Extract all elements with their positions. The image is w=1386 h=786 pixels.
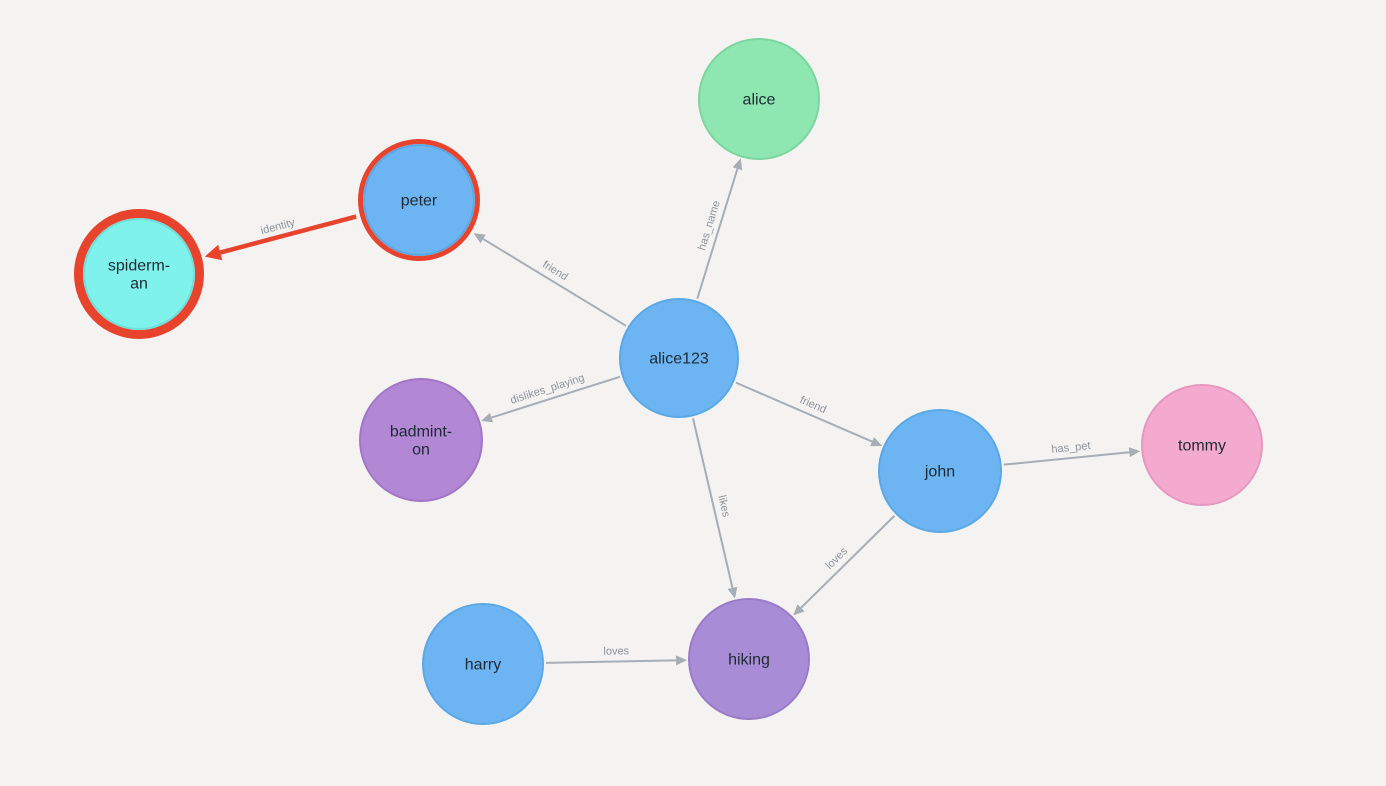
edge-arrowhead [481,412,494,423]
edge-arrowhead [204,244,223,261]
node-circle [363,144,475,256]
edge-arrowhead [732,158,743,171]
node-spiderman[interactable]: spiderm-an [74,209,204,339]
node-circle [688,598,810,720]
edge-arrowhead [473,233,486,244]
node-john[interactable]: john [878,409,1002,533]
node-circle [359,378,483,502]
node-label: peter [401,193,438,210]
edge-line [545,659,677,664]
node-label: john [924,464,955,481]
node-selection-ring [358,139,480,261]
edge-line [1003,451,1130,466]
edge-line [800,515,896,609]
node-layer: alice peter spiderm-an alice123 badmint-on jo… [74,38,1263,725]
node-label: hiking [728,652,770,669]
edge-label: likes [715,494,732,519]
edge-line [692,418,734,589]
node-selection-ring [74,209,204,339]
edge-arrowhead [793,604,805,616]
node-peter[interactable]: peter [358,139,480,261]
node-badminton[interactable]: badmint-on [359,378,483,502]
node-label: harry [465,657,501,674]
edge-arrowhead [1128,447,1141,458]
node-circle [878,409,1002,533]
node-circle [422,603,544,725]
edge-alice123-hiking[interactable]: likes [692,418,738,599]
edge-label: loves [603,645,629,658]
edge-label: has_pet [1051,440,1091,456]
edge-line [219,214,357,255]
edge-harry-hiking[interactable]: loves [545,645,688,666]
edge-arrowhead [870,437,883,447]
node-circle [619,298,739,418]
node-label: alice123 [649,351,709,368]
node-alice123[interactable]: alice123 [619,298,739,418]
edge-line [696,168,739,300]
node-harry[interactable]: harry [422,603,544,725]
edge-arrowhead [675,655,688,666]
node-label: spiderm-an [108,258,170,293]
node-label: tommy [1178,438,1226,455]
edge-line [735,381,873,443]
edge-john-tommy[interactable]: has_pet [1003,440,1141,466]
node-label: alice [743,92,776,109]
node-circle [83,218,195,330]
edge-line [491,375,621,419]
node-circle [1141,384,1263,506]
node-label: badmint-on [390,424,452,459]
edge-line [482,238,627,327]
node-circle [698,38,820,160]
node-tommy[interactable]: tommy [1141,384,1263,506]
node-alice[interactable]: alice [698,38,820,160]
edge-arrowhead [727,586,738,599]
node-hiking[interactable]: hiking [688,598,810,720]
